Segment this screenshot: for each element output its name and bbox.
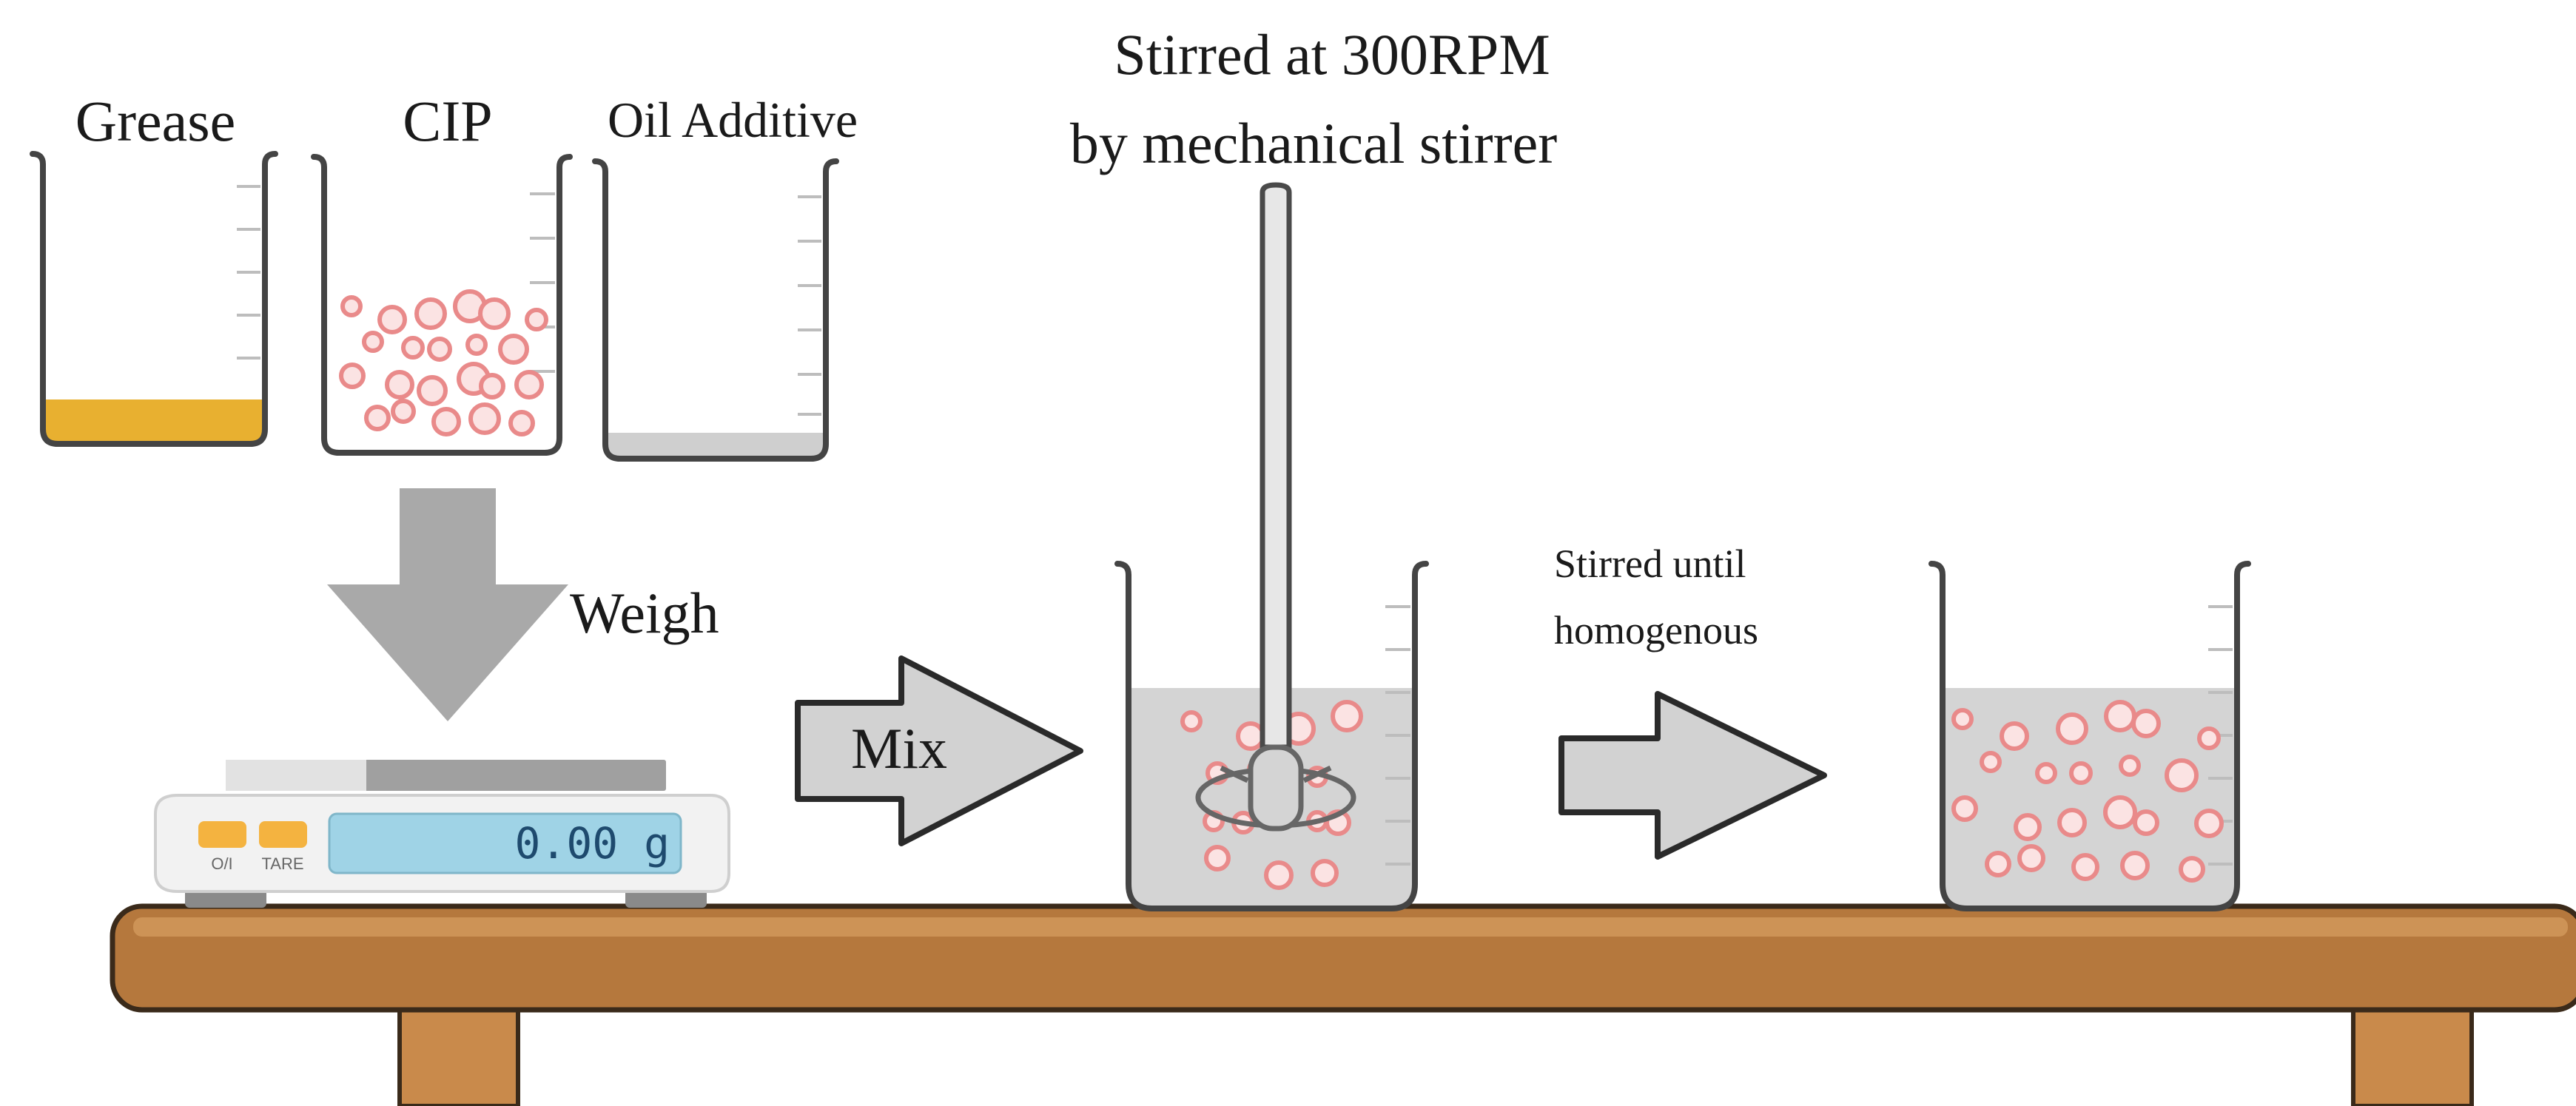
oil-additive-beaker-outline	[592, 158, 839, 462]
label-mix: Mix	[851, 716, 947, 780]
weigh-arrow-icon	[327, 488, 568, 721]
scale-button-right[interactable]	[259, 821, 307, 848]
table-leg-left	[397, 1004, 520, 1106]
final-particles	[1951, 700, 2224, 883]
weighing-scale: O/I TARE 0.00 g	[154, 760, 730, 908]
label-oil-additive: Oil Additive	[608, 92, 858, 148]
grease-beaker-outline	[30, 151, 278, 447]
label-grease: Grease	[75, 89, 236, 153]
table	[110, 903, 2576, 1106]
mix-arrow-icon	[795, 655, 1083, 846]
cip-beaker	[311, 154, 573, 456]
final-beaker	[1928, 561, 2251, 911]
scale-button-left[interactable]	[198, 821, 246, 848]
grease-beaker	[30, 151, 278, 447]
scale-display	[328, 812, 682, 874]
label-cip: CIP	[403, 89, 492, 153]
final-beaker-outline	[1928, 561, 2251, 911]
label-stirred-until-line1: Stirred until	[1554, 542, 1746, 586]
scale-display-value: 0.00 g	[514, 818, 670, 869]
label-weigh: Weigh	[570, 581, 719, 645]
cip-beaker-outline	[311, 154, 573, 456]
label-stirred-until-line2: homogenous	[1554, 608, 1758, 653]
oil-additive-liquid	[605, 433, 826, 459]
label-stirred-rpm-line2: by mechanical stirrer	[1070, 111, 1557, 175]
table-top-highlight	[133, 917, 2568, 937]
stirrer-shaft	[1260, 182, 1292, 750]
homogenous-arrow-icon	[1558, 691, 1827, 860]
table-leg-right	[2351, 1004, 2474, 1106]
grease-liquid	[43, 399, 265, 444]
cip-particles	[339, 289, 548, 436]
oil-additive-beaker	[592, 158, 839, 462]
scale-button-left-label: O/I	[211, 854, 232, 873]
stirrer-impeller-icon	[1195, 744, 1356, 832]
label-stirred-rpm-line1: Stirred at 300RPM	[1114, 22, 1550, 87]
mixing-beaker	[1114, 182, 1429, 911]
mixing-beaker-outline	[1114, 561, 1429, 911]
scale-pan-highlight	[226, 760, 366, 791]
scale-button-right-label: TARE	[261, 854, 303, 873]
